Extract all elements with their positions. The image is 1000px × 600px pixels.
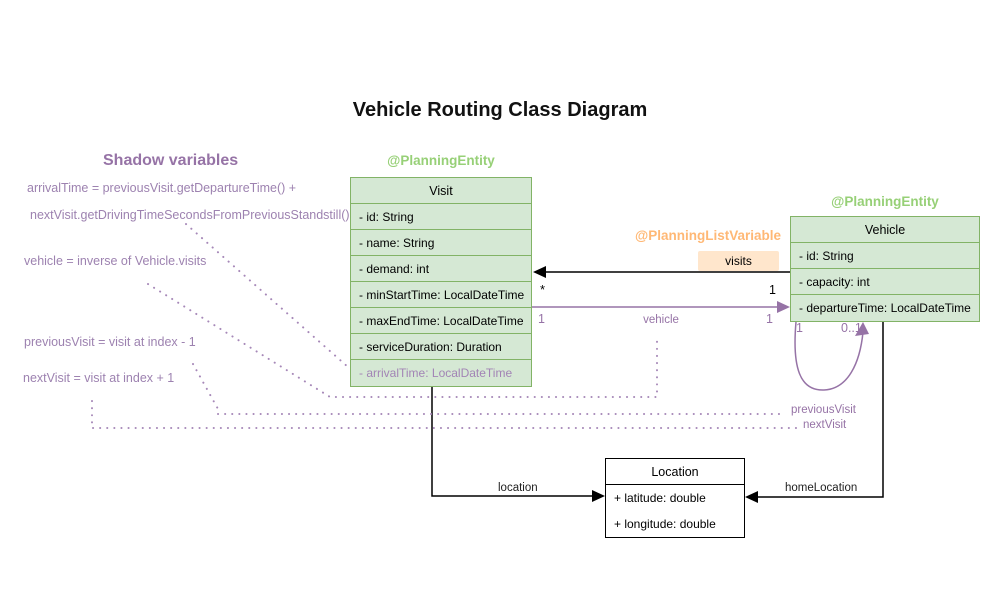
visit-attr-arrivaltime: - arrivalTime: LocalDateTime: [359, 366, 513, 380]
visits-multiplicity-star: *: [540, 282, 546, 297]
vehicle-edge-label: vehicle: [643, 314, 679, 326]
visits-arrowhead-icon: [533, 266, 546, 278]
vehicle-multiplicity-right: 1: [766, 312, 773, 326]
shadow-line-arrivaltime: arrivalTime = previousVisit.getDeparture…: [27, 181, 297, 195]
vehicle-class-name: Vehicle: [791, 217, 979, 243]
shadow-line-previousvisit: previousVisit = visit at index - 1: [24, 335, 196, 349]
shadow-line-drivingtime: nextVisit.getDrivingTimeSecondsFromPrevi…: [30, 208, 350, 222]
planning-list-variable-annotation: @PlanningListVariable: [635, 228, 781, 243]
shadow-variables-heading: Shadow variables: [103, 152, 239, 169]
vehicle-attr-id: - id: String: [791, 243, 979, 269]
visits-multiplicity-one: 1: [769, 283, 776, 297]
home-location-edge-label: homeLocation: [785, 482, 858, 494]
location-class-name: Location: [606, 459, 744, 485]
previousvisit-edge-label: previousVisit: [791, 404, 856, 416]
vehicle-multiplicity-left: 1: [538, 312, 545, 326]
vehicle-class-box[interactable]: Vehicle - id: String - capacity: int - d…: [790, 216, 980, 322]
visit-planning-entity-annotation: @PlanningEntity: [387, 153, 495, 168]
location-edge-label: location: [498, 482, 538, 494]
shadow-line-nextvisit: nextVisit = visit at index + 1: [23, 371, 175, 385]
page-title: Vehicle Routing Class Diagram: [352, 99, 648, 121]
self-loop-multiplicity-zero-one: 0..1: [841, 321, 862, 335]
nextvisit-edge-label: nextVisit: [803, 419, 847, 431]
visit-class-box[interactable]: Visit - id: String - name: String - dema…: [350, 177, 532, 387]
location-attr-longitude: + longitude: double: [614, 517, 716, 531]
vehicle-attr-departuretime: - departureTime: LocalDateTime: [799, 301, 971, 315]
location-class-box[interactable]: Location + latitude: double + longitude:…: [605, 458, 745, 538]
visit-attr-id: - id: String: [351, 204, 531, 230]
self-loop-multiplicity-one: 1: [796, 321, 803, 335]
location-association-line: [431, 385, 593, 497]
vehicle-arrowhead-icon: [777, 301, 790, 313]
location-attr-latitude: + latitude: double: [614, 491, 706, 505]
vehicle-planning-entity-annotation: @PlanningEntity: [831, 194, 939, 209]
home-location-arrowhead-icon: [745, 491, 758, 503]
visits-label-badge: visits: [698, 251, 779, 271]
visit-attr-demand: - demand: int: [351, 256, 531, 282]
vehicle-attr-capacity: - capacity: int: [791, 269, 979, 295]
visit-class-name: Visit: [351, 178, 531, 204]
visit-attr-serviceduration: - serviceDuration: Duration: [351, 334, 531, 360]
visit-attr-name: - name: String: [351, 230, 531, 256]
shadow-line-vehicle: vehicle = inverse of Vehicle.visits: [24, 254, 207, 268]
location-arrowhead-icon: [592, 490, 605, 502]
visit-attr-minstarttime: - minStartTime: LocalDateTime: [351, 282, 531, 308]
visit-attr-maxendtime: - maxEndTime: LocalDateTime: [351, 308, 531, 334]
